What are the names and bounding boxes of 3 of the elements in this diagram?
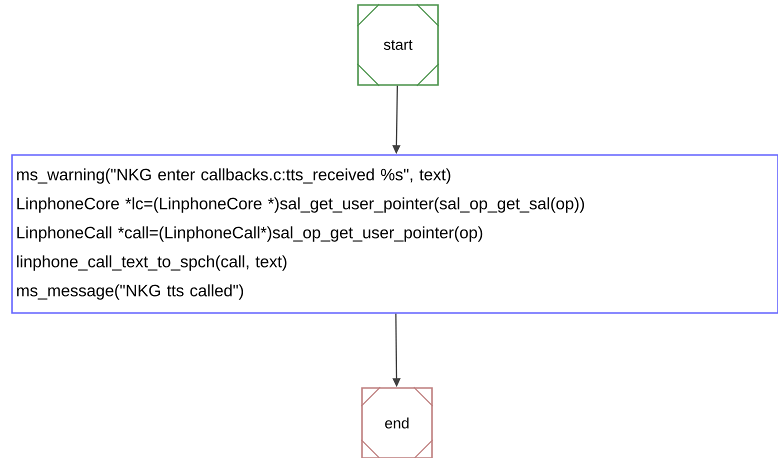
terminal-octagon: start <box>356 4 440 86</box>
process-box: ms_warning("NKG enter callbacks.c:tts_received %s", text) LinphoneCore *lc=(LinphoneCore *)sal_get_user_pointer(sal_op_get_sal(op)) LinphoneCall *call=(LinphoneCall*)sal_op_get_user_pointer(op) linphone_call_text_to_spch(call, text) ms_message("NKG tts called") <box>11 154 778 314</box>
terminal-octagon: end <box>360 386 434 458</box>
